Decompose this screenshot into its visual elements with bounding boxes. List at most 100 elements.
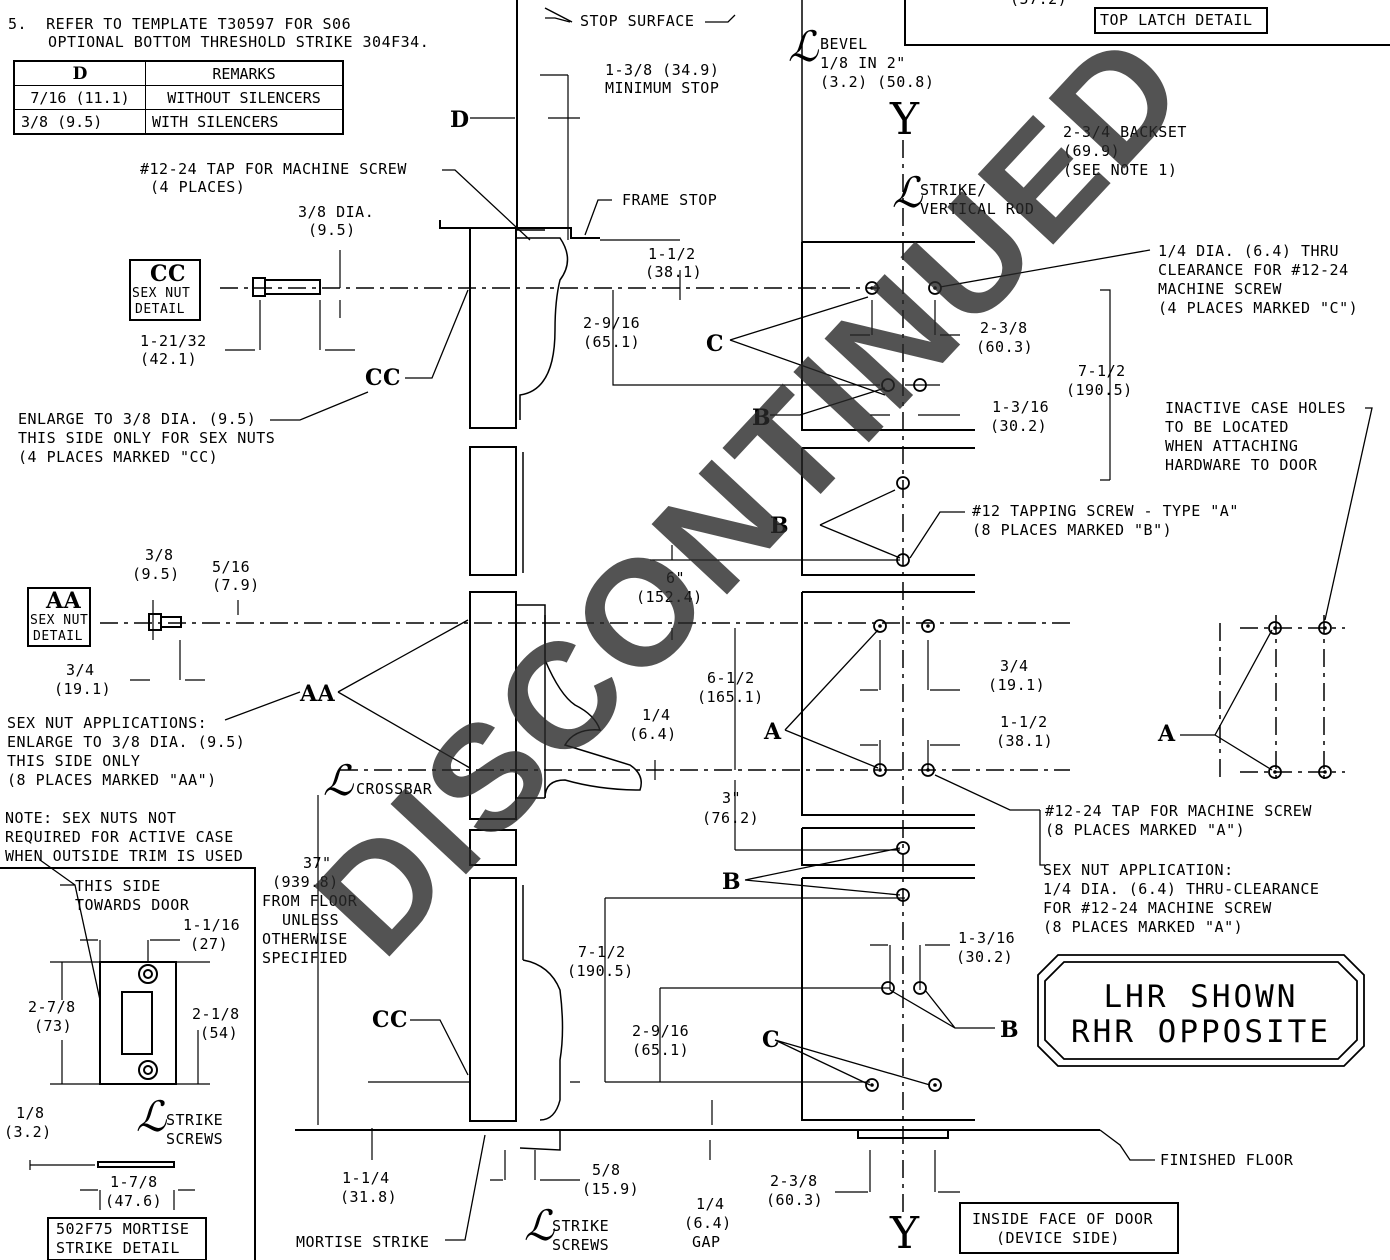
aa-dim-3-8: 3/8 (145, 546, 174, 564)
a-callout-right: A (1158, 721, 1176, 747)
sex-nut-app-3: THIS SIDE ONLY (7, 752, 141, 770)
cc-dia-dim: 3/8 DIA. (298, 203, 375, 221)
cc-length-dim: 1-21/32 (140, 332, 207, 350)
sex-nut-app-2: ENLARGE TO 3/8 DIA. (9.5) (7, 733, 246, 751)
dim-1-1-2: 1-1/2 (648, 245, 696, 263)
b-callout-low: B (722, 869, 742, 895)
dim-1-4: 1/4 (642, 706, 671, 724)
dim-6-in: 6" (666, 569, 686, 587)
strike-screws-centerline-symbol: ℒ (136, 1092, 167, 1141)
dim-2-3-8-low-metric: (60.3) (766, 1191, 824, 1209)
backset-label: 2-3/4 BACKSET (1063, 123, 1187, 141)
dim-1-1-2-low: 1-1/2 (1000, 713, 1048, 731)
gap-dim-metric: (6.4) (684, 1214, 732, 1232)
sex-nut-app2-3: FOR #12-24 MACHINE SCREW (1043, 899, 1272, 917)
rhr-opposite-label: RHR OPPOSITE (1071, 1014, 1331, 1050)
aa-dim-5-16-metric: (7.9) (212, 576, 260, 594)
y-axis-bottom: Y (890, 1208, 920, 1259)
bevel-metric: (3.2) (50.8) (820, 73, 935, 91)
crossbar-label: CROSSBAR (356, 780, 433, 798)
aa-detail-sub2: DETAIL (33, 629, 83, 644)
strike-screws-b-label: STRIKE (552, 1217, 610, 1235)
tap-4-places-count: (4 PLACES) (150, 178, 246, 196)
tap-4-places-label: #12-24 TAP FOR MACHINE SCREW (140, 160, 407, 178)
cc-detail-sub: SEX NUT (132, 286, 191, 301)
mortise-detail-title-1: 502F75 MORTISE (56, 1220, 190, 1238)
dim-2-9-16: 2-9/16 (583, 314, 641, 332)
cc-callout-mid: CC (365, 365, 402, 391)
mortise-detail-title-2: STRIKE DETAIL (56, 1239, 180, 1257)
stop-surface-label: STOP SURFACE (580, 12, 695, 30)
cc-callout-low: CC (372, 1007, 409, 1033)
strike-dim-1-7-8: 1-7/8 (110, 1173, 158, 1191)
strike-dim-2-7-8: 2-7/8 (28, 998, 76, 1016)
strike-screws-b-centerline-symbol: ℒ (524, 1201, 555, 1250)
strike-centerline-symbol: ℒ (892, 168, 923, 217)
dim-3-in: 3" (722, 789, 742, 807)
top-latch-detail-title: TOP LATCH DETAIL (1100, 11, 1253, 29)
dim-1-3-16-low: 1-3/16 (958, 929, 1016, 947)
device-side-label: (DEVICE SIDE) (996, 1229, 1120, 1247)
y-axis-top: Y (890, 94, 920, 145)
c-callout-top: C (706, 331, 725, 357)
d-callout: D (450, 107, 470, 133)
dim-3-4-metric: (19.1) (988, 676, 1046, 694)
inside-face-label: INSIDE FACE OF DOOR (972, 1210, 1154, 1228)
aa-dim-5-16: 5/16 (212, 558, 251, 576)
dim-1-3-16-low-metric: (30.2) (956, 948, 1014, 966)
crossbar-centerline-symbol: ℒ (323, 756, 354, 805)
gap-label: GAP (692, 1233, 721, 1251)
aa-dim-3-8-metric: (9.5) (132, 565, 180, 583)
dim-1-3-16-metric: (30.2) (990, 417, 1048, 435)
cc-detail-tag: CC (150, 261, 187, 287)
strike-dim-2-7-8-metric: (73) (34, 1017, 73, 1035)
dim-1-1-4-metric: (31.8) (340, 1188, 398, 1206)
dim-37-in-metric: (939.8) (272, 873, 339, 891)
b-callout-right: B (1000, 1017, 1020, 1043)
strike-screws-b-label-2: SCREWS (552, 1236, 610, 1254)
dim-2-9-16-low-metric: (65.1) (632, 1041, 690, 1059)
strike-dim-1-7-8-metric: (47.6) (105, 1192, 163, 1210)
aa-detail-tag: AA (46, 588, 82, 614)
min-stop-label: MINIMUM STOP (605, 79, 720, 97)
dim-6-1-2-metric: (165.1) (697, 688, 764, 706)
hand-of-door-frame (1037, 954, 1365, 1067)
thru-hole-note-2: CLEARANCE FOR #12-24 (1158, 261, 1349, 279)
strike-dim-1-1-16-metric: (27) (190, 935, 229, 953)
table-cell: WITH SILENCERS (145, 109, 344, 135)
thru-hole-note-1: 1/4 DIA. (6.4) THRU (1158, 242, 1340, 260)
top-cut-dimension: (57.2) (1010, 0, 1067, 8)
sex-nut-app-4: (8 PLACES MARKED "AA") (7, 771, 217, 789)
dim-7-1-2-low: 7-1/2 (578, 943, 626, 961)
sex-nut-app2-2: 1/4 DIA. (6.4) THRU-CLEARANCE (1043, 880, 1320, 898)
b-callout-mid: B (770, 513, 790, 539)
enlarge-note-1: ENLARGE TO 3/8 DIA. (9.5) (18, 410, 257, 428)
dim-37-in: 37" (303, 854, 332, 872)
strike-dim-2-1-8: 2-1/8 (192, 1005, 240, 1023)
cc-length-metric: (42.1) (140, 350, 198, 368)
this-side-label: THIS SIDE (75, 877, 161, 895)
gap-dim: 1/4 (696, 1195, 725, 1213)
aa-detail-sub: SEX NUT (30, 613, 89, 628)
strike-dim-1-8: 1/8 (16, 1104, 45, 1122)
table-header: REMARKS (145, 60, 344, 86)
table-row: 3/8 (9.5) WITH SILENCERS (13, 109, 344, 135)
towards-door-label: TOWARDS DOOR (75, 896, 190, 914)
hand-of-door-box: LHR SHOWN RHR OPPOSITE (1036, 953, 1366, 1068)
strike-rod-label: STRIKE/ (920, 181, 987, 199)
finished-floor-label: FINISHED FLOOR (1160, 1151, 1294, 1169)
bevel-ratio: 1/8 IN 2" (820, 54, 906, 72)
sex-nut-app-1: SEX NUT APPLICATIONS: (7, 714, 208, 732)
dim-2-3-8-metric: (60.3) (976, 338, 1034, 356)
thru-hole-note-4: (4 PLACES MARKED "C") (1158, 299, 1359, 317)
dim-37-from-floor: FROM FLOOR (262, 892, 358, 910)
note-5-line-2: OPTIONAL BOTTOM THRESHOLD STRIKE 304F34. (48, 33, 430, 51)
tapping-screw-note-1: #12 TAPPING SCREW - TYPE "A" (972, 502, 1239, 520)
strike-dim-1-8-metric: (3.2) (4, 1123, 52, 1141)
dim-5-8-metric: (15.9) (582, 1180, 640, 1198)
backset-note-ref: (SEE NOTE 1) (1063, 161, 1178, 179)
dim-1-4-metric: (6.4) (629, 725, 677, 743)
aa-dim-3-4-metric: (19.1) (54, 680, 112, 698)
mortise-strike-label: MORTISE STRIKE (296, 1233, 430, 1251)
